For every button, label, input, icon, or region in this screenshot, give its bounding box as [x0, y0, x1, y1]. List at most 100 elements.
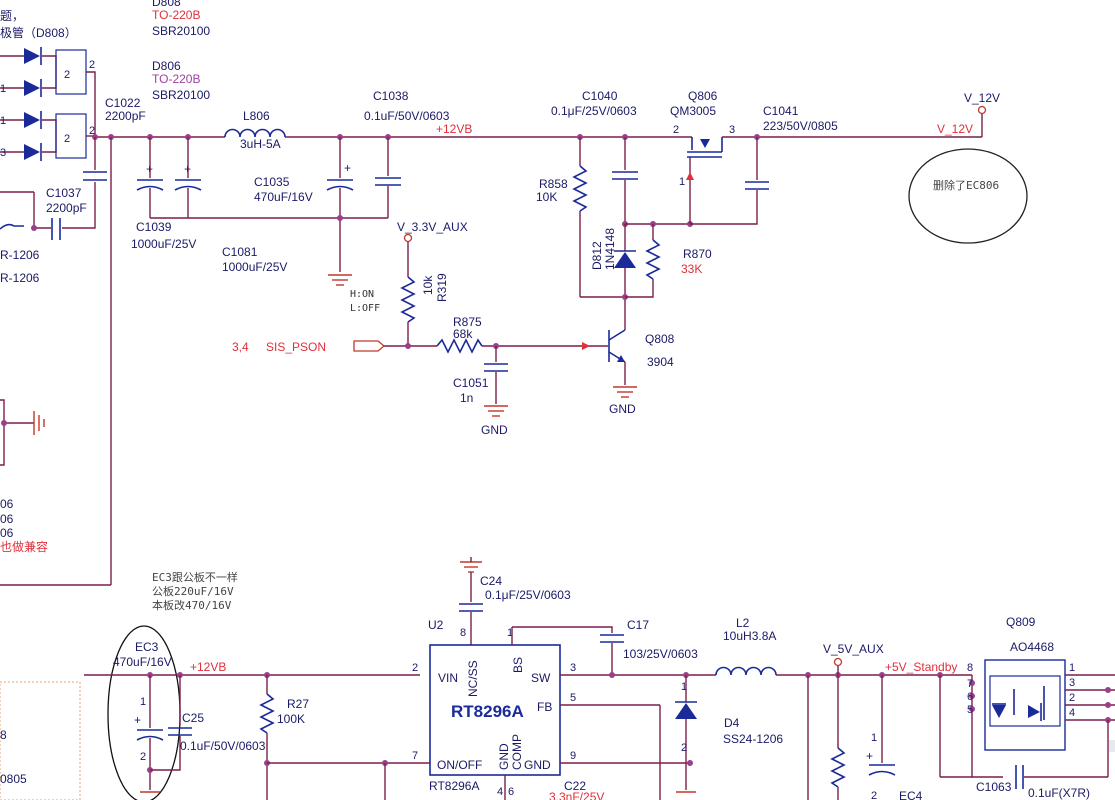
d4-pin1: 1	[681, 681, 687, 693]
q809-pin4: 4	[1069, 707, 1075, 719]
q809-pin1: 1	[1069, 662, 1075, 674]
pson-pins: 3,4	[232, 340, 249, 354]
d806-part: SBR20100	[152, 88, 210, 102]
u2-ref: U2	[428, 618, 444, 632]
rectifier-diodes	[0, 47, 87, 161]
note-bubble	[908, 148, 1028, 244]
u2-pin-sw: SW	[531, 671, 551, 685]
c1081-val: 1000uF/25V	[222, 260, 287, 274]
d806-pkg: TO-220B	[152, 72, 200, 86]
left-pin-b: 1	[0, 115, 6, 127]
ec4-pin1: 1	[871, 732, 877, 744]
ec4-pin2: 2	[871, 790, 877, 800]
c1022-ref: C1022	[105, 96, 141, 110]
r1206-b: R-1206	[0, 271, 40, 285]
left-pin-c: 3	[0, 147, 6, 159]
c1040-val: 0.1μF/25V/0603	[551, 104, 637, 118]
v12-label: V_12V	[964, 91, 1000, 105]
c1041-ref: C1041	[763, 104, 799, 118]
net-12vb-upper: +12VB	[436, 122, 472, 136]
u2-part: RT8296A	[429, 779, 479, 793]
left-pin-a: 1	[0, 83, 6, 95]
c1051-val: 1n	[460, 391, 473, 405]
d4-pin2: 2	[681, 742, 687, 754]
q806-pin3: 3	[729, 124, 735, 136]
cut-06-a: 06	[0, 497, 14, 511]
r319-val: 10k	[421, 275, 435, 295]
l806-ref: L806	[243, 109, 270, 123]
v5-aux-label: V_5V_AUX	[823, 642, 884, 656]
ec3-pin2: 2	[140, 751, 146, 763]
r870-ref: R870	[683, 247, 712, 261]
v33-aux-label: V_3.3V_AUX	[397, 220, 468, 234]
u2-pin-ncss: NC/SS	[466, 660, 480, 697]
u2-pin-gnd: GND	[497, 743, 511, 770]
u2-pin7-num: 7	[412, 750, 418, 762]
l2-ref: L2	[736, 616, 750, 630]
c1063-ref: C1063	[976, 780, 1012, 794]
q809-part: AO4468	[1010, 640, 1054, 654]
ec3-ref: EC3	[135, 640, 159, 654]
note-line1: 题，	[0, 9, 24, 23]
svg-text:+: +	[344, 161, 351, 175]
c24-ref: C24	[480, 574, 502, 588]
cut-06-c: 06	[0, 526, 14, 540]
q806-mosfet	[672, 136, 982, 224]
left-frag-0805: 0805	[0, 772, 27, 786]
ec3-note-1: EC3跟公板不一样	[152, 570, 238, 584]
d812-part: 1N4148	[603, 228, 617, 270]
c1037-ref: C1037	[46, 186, 82, 200]
u2-body	[429, 644, 561, 776]
u2-pin9-num: 9	[570, 750, 576, 762]
u2-pin-gnd2: GND	[524, 758, 551, 772]
q808-ref: Q808	[645, 332, 675, 346]
svg-text:+: +	[146, 162, 153, 176]
bridge-pin2-mid: 2	[89, 125, 95, 137]
c25-val: 0.1uF/50V/0603	[180, 739, 266, 753]
edge-handle[interactable]	[1109, 740, 1115, 752]
u2-name: RT8296A	[451, 702, 524, 721]
q809-pin8: 8	[967, 662, 973, 674]
u2-pin2-num: 2	[412, 662, 418, 674]
compat-note: 也做兼容	[0, 539, 48, 554]
c24-val: 0.1μF/25V/0603	[485, 588, 571, 602]
c1038-ref: C1038	[373, 89, 409, 103]
r875-val: 68k	[453, 327, 473, 341]
net-12vb-lower: +12VB	[190, 660, 226, 674]
c1040-ref: C1040	[582, 89, 618, 103]
c1038-val: 0.1uF/50V/0603	[364, 109, 450, 123]
q808-part: 3904	[647, 355, 674, 369]
c1037-val: 2200pF	[46, 201, 87, 215]
q809-ref: Q809	[1006, 615, 1036, 629]
cut-06-b: 06	[0, 512, 14, 526]
gnd1-label: GND	[481, 423, 508, 437]
q809-pin3: 3	[1069, 677, 1075, 689]
d808-pkg: TO-220B	[152, 8, 200, 22]
c25-ref: C25	[182, 711, 204, 725]
dotted-region	[0, 681, 81, 800]
c1041-val: 223/50V/0805	[763, 119, 838, 133]
svg-text:+: +	[866, 749, 873, 763]
r858-ref: R858	[539, 177, 568, 191]
c1063-val: 0.1uF(X7R)	[1028, 786, 1090, 800]
d812-ref: D812	[590, 241, 604, 270]
loff-label: L:OFF	[350, 303, 380, 314]
d806-ref: D806	[152, 59, 181, 73]
svg-text:+: +	[134, 713, 141, 727]
d808-part: SBR20100	[152, 24, 210, 38]
u2-pin-onoff: ON/OFF	[437, 758, 482, 772]
c17-ref: C17	[627, 618, 649, 632]
u2-pin-bs: BS	[511, 657, 525, 673]
c1039-caps: + +	[136, 137, 388, 219]
u2-pin-vin: VIN	[438, 671, 458, 685]
q809-pin5: 5	[967, 704, 973, 716]
c1039-ref: C1039	[136, 220, 172, 234]
d4-ref: D4	[724, 716, 740, 730]
r875-ref: R875	[453, 315, 482, 329]
c1035-val: 470uF/16V	[254, 190, 313, 204]
sis-pson-port	[353, 340, 386, 352]
c1022-val: 2200pF	[105, 109, 146, 123]
r319-ref: R319	[435, 273, 449, 302]
r1206-a: R-1206	[0, 248, 40, 262]
c22-ref: C22	[564, 779, 586, 793]
